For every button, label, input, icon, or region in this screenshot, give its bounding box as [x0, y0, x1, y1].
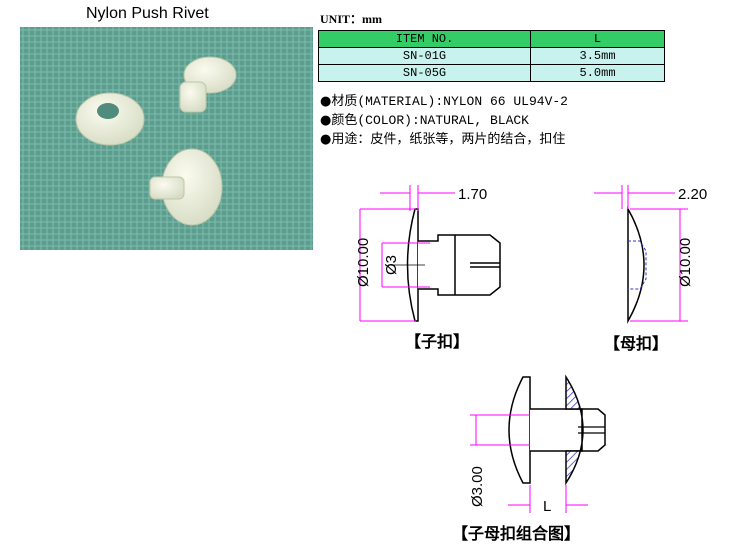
assembly-diameter: Ø3.00	[469, 466, 486, 507]
spec-line-color: ●颜色(COLOR):NATURAL, BLACK	[320, 113, 529, 128]
bullet-icon: ●	[320, 113, 332, 128]
assembly-length: L	[543, 498, 551, 515]
female-head-diameter: Ø10.00	[677, 238, 694, 287]
bullet-icon: ●	[320, 132, 332, 147]
table-row: SN-01G 3.5mm	[317, 47, 665, 65]
female-rivet-drawing: 2.20 Ø10.00 【母扣】	[594, 185, 707, 353]
male-shank-diameter: Ø3	[383, 255, 400, 275]
table-row: SN-05G 5.0mm	[317, 64, 665, 82]
male-head-diameter: Ø10.00	[355, 238, 372, 287]
male-head-thickness: 1.70	[458, 186, 487, 203]
spec-table: ITEM NO. L SN-01G 3.5mm SN-05G 5.0mm	[317, 30, 665, 82]
male-rivet-drawing: 1.70 Ø10.00 Ø3 【子扣】	[355, 185, 501, 351]
unit-label: UNIT：mm	[320, 12, 382, 26]
table-header-row: ITEM NO. L	[317, 30, 665, 48]
spec-line-material: ●材质(MATERIAL):NYLON 66 UL94V-2	[320, 94, 568, 109]
bullet-icon: ●	[320, 94, 332, 109]
table-cell: 3.5mm	[530, 47, 665, 65]
product-photo	[20, 27, 313, 250]
table-cell: 5.0mm	[530, 64, 665, 82]
assembly-drawing: Ø3.00 L 【子母扣组合图】	[452, 374, 606, 543]
female-head-thickness: 2.20	[678, 186, 707, 203]
table-cell: SN-05G	[317, 64, 532, 82]
female-caption: 【母扣】	[604, 334, 668, 353]
assembly-caption: 【子母扣组合图】	[452, 524, 580, 543]
column-header-item: ITEM NO.	[317, 30, 532, 48]
column-header-length: L	[530, 30, 665, 48]
spec-line-usage: ●用途：皮件，纸张等，两片的结合，扣住	[320, 132, 566, 147]
technical-drawings: 1.70 Ø10.00 Ø3 【子扣】 2.20 Ø10.00 【母扣】	[355, 185, 707, 543]
page-title: Nylon Push Rivet	[86, 5, 209, 22]
male-caption: 【子扣】	[405, 332, 469, 351]
table-cell: SN-01G	[317, 47, 532, 65]
